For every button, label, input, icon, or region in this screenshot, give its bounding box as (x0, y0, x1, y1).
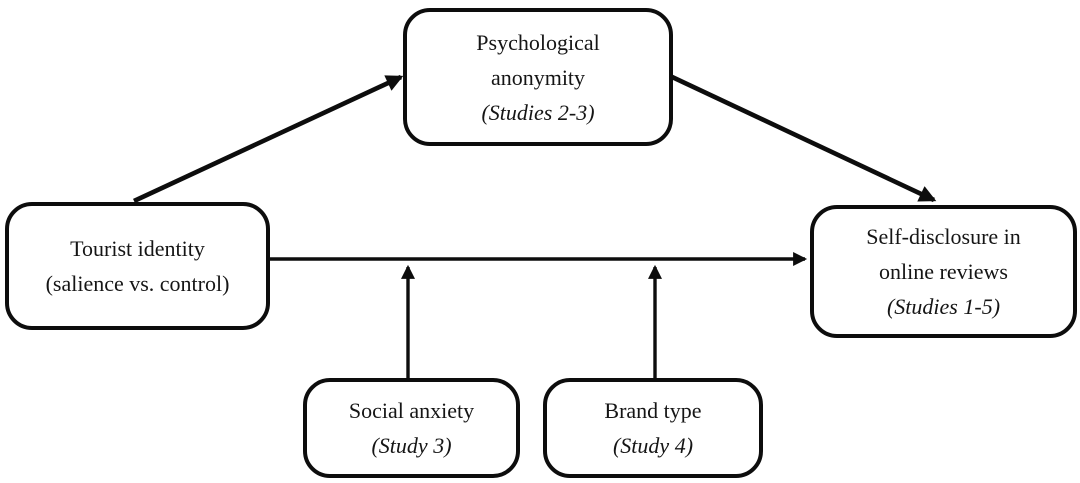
node-tourist-identity: Tourist identity (salience vs. control) (5, 202, 270, 330)
node-tourist-identity-line2: (salience vs. control) (45, 271, 230, 296)
node-brand-type-line1: Brand type (604, 398, 702, 423)
node-self-disclosure-study-label: (Studies 1-5) (886, 294, 1001, 319)
node-brand-type: Brand type (Study 4) (543, 378, 763, 478)
node-social-anxiety-line1: Social anxiety (348, 398, 475, 423)
node-social-anxiety-study-label: (Study 3) (371, 433, 452, 458)
node-psychological-anonymity-line1: Psychological (476, 29, 600, 55)
node-self-disclosure-line1: Self-disclosure in (866, 224, 1021, 249)
node-psychological-anonymity: Psychological anonymity (Studies 2-3) (403, 8, 673, 146)
node-brand-type-study-label: (Study 4) (612, 433, 694, 458)
node-psychological-anonymity-line2: anonymity (490, 64, 586, 90)
node-self-disclosure-line2: online reviews (879, 259, 1008, 284)
node-psychological-anonymity-study-label: (Studies 2-3) (481, 99, 595, 125)
node-tourist-identity-line1: Tourist identity (70, 236, 205, 261)
arrow-anonymity-to-disclosure (669, 73, 937, 203)
node-social-anxiety: Social anxiety (Study 3) (303, 378, 520, 478)
node-self-disclosure: Self-disclosure in online reviews (Studi… (810, 205, 1077, 338)
arrow-tourist-to-anonymity (133, 74, 404, 204)
